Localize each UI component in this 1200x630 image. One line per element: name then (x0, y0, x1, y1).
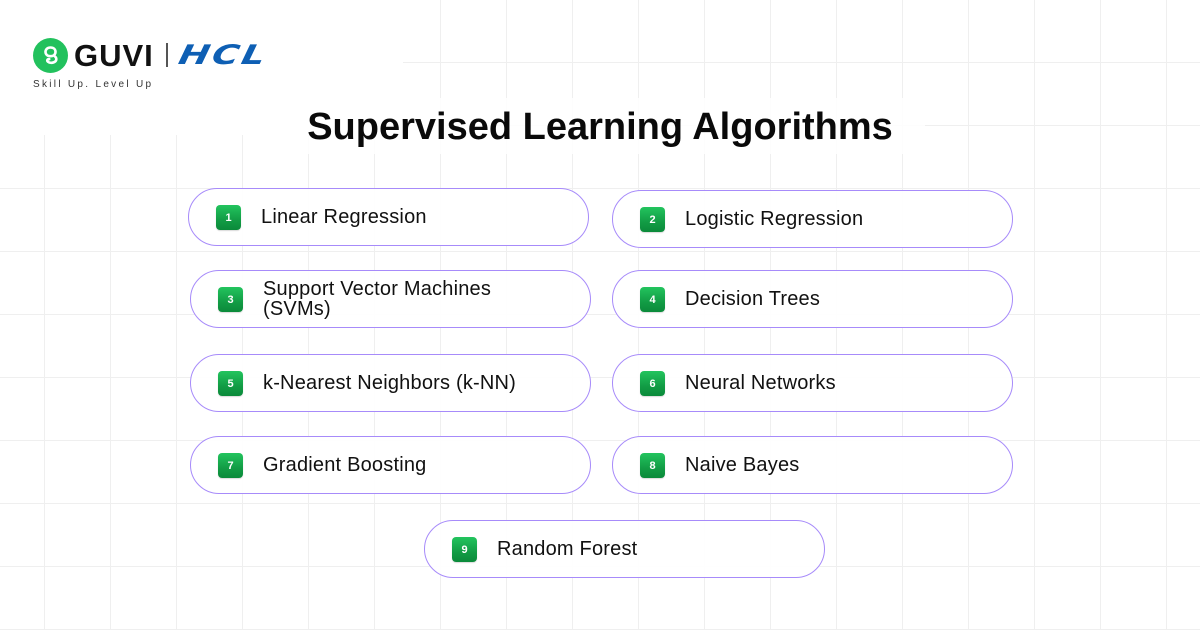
guvi-wordmark: GUVI (74, 38, 154, 73)
brand-tagline: Skill Up. Level Up (33, 79, 154, 90)
algorithm-label: Linear Regression (261, 206, 427, 228)
hcl-wordmark: HCL (175, 40, 271, 71)
number-badge: 1 (216, 205, 241, 230)
logo-divider (166, 43, 168, 67)
brand-logo: GUVI HCL Skill Up. Level Up (33, 38, 333, 98)
number-badge: 3 (218, 287, 243, 312)
number-badge: 7 (218, 453, 243, 478)
algorithm-label: k-Nearest Neighbors (k-NN) (263, 372, 517, 394)
algorithm-item-random-forest: 9 Random Forest (424, 520, 825, 578)
algorithm-label: Support Vector Machines (SVMs) (263, 278, 492, 320)
algorithm-item-decision-trees: 4 Decision Trees (612, 270, 1013, 328)
algorithm-item-linear-regression: 1 Linear Regression (188, 188, 589, 246)
title-backdrop (275, 98, 925, 154)
algorithm-item-gradient-boosting: 7 Gradient Boosting (190, 436, 591, 494)
algorithm-item-naive-bayes: 8 Naive Bayes (612, 436, 1013, 494)
number-badge: 4 (640, 287, 665, 312)
number-badge: 9 (452, 537, 477, 562)
algorithm-label: Neural Networks (685, 372, 836, 394)
number-badge: 2 (640, 207, 665, 232)
algorithm-item-svm: 3 Support Vector Machines (SVMs) (190, 270, 591, 328)
algorithm-item-neural-networks: 6 Neural Networks (612, 354, 1013, 412)
algorithm-item-knn: 5 k-Nearest Neighbors (k-NN) (190, 354, 591, 412)
algorithm-label: Logistic Regression (685, 208, 864, 230)
algorithm-label: Naive Bayes (685, 454, 800, 476)
guvi-logo-icon (33, 38, 68, 73)
algorithm-item-logistic-regression: 2 Logistic Regression (612, 190, 1013, 248)
algorithm-label: Gradient Boosting (263, 454, 427, 476)
number-badge: 8 (640, 453, 665, 478)
number-badge: 6 (640, 371, 665, 396)
number-badge: 5 (218, 371, 243, 396)
page-title: Supervised Learning Algorithms (307, 106, 893, 148)
algorithm-label: Decision Trees (685, 288, 821, 310)
algorithm-label: Random Forest (497, 538, 638, 560)
